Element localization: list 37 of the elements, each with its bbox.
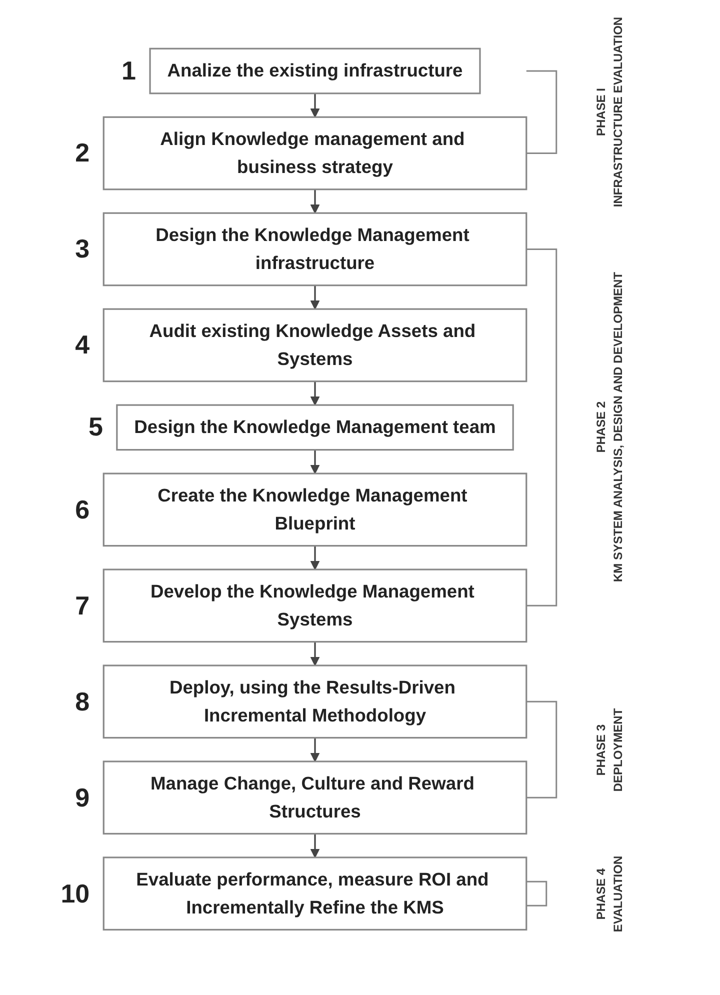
step-number: 3 (75, 234, 90, 265)
step-box: Align Knowledge management and business strategy (102, 116, 528, 190)
phase-title: DEPLOYMENT (611, 708, 626, 792)
step-box: Design the Knowledge Management team (116, 404, 514, 451)
step-box: Design the Knowledge Management infrastructure (102, 212, 528, 286)
phase-number: PHASE 3 (594, 724, 608, 776)
arrow (310, 738, 320, 762)
phase-number: PHASE 2 (594, 402, 608, 454)
step-box: Evaluate performance, measure ROI and Incrementally Refine the KMS (102, 856, 528, 931)
step-box: Deploy, using the Results-Driven Incremental Methodology (102, 664, 528, 739)
step-number: 9 (75, 782, 90, 814)
phase-title: INFRASTRUCTURE EVALUATION (611, 17, 626, 208)
arrow (310, 450, 320, 474)
step-box: Create the Knowledge Management Blueprint (102, 472, 528, 547)
arrow (310, 546, 320, 570)
step-number: 8 (75, 686, 90, 718)
arrow (310, 834, 320, 858)
phase-number: PHASE 4 (594, 868, 608, 920)
step-box: Analize the existing infrastructure (149, 48, 481, 94)
arrow (310, 285, 320, 310)
phase-title: EVALUATION (611, 855, 626, 932)
step-number: 2 (75, 138, 90, 169)
phase-title: KM SYSTEM ANALYSIS, DESIGN AND DEVELOPMENT (611, 272, 626, 582)
step-number: 10 (60, 878, 90, 910)
step-number: 1 (122, 56, 136, 86)
step-box: Manage Change, Culture and Reward Structures (102, 760, 528, 835)
step-box: Audit existing Knowledge Assets and Systems (102, 308, 528, 382)
arrow (310, 189, 320, 214)
step-number: 6 (75, 494, 90, 526)
step-box: Develop the Knowledge Management Systems (102, 568, 528, 643)
phase-number: PHASE I (594, 88, 608, 136)
arrow (310, 642, 320, 666)
arrow (310, 381, 320, 406)
step-number: 5 (88, 412, 103, 443)
step-number: 4 (75, 330, 90, 361)
arrow (310, 93, 320, 118)
step-number: 7 (75, 590, 90, 622)
